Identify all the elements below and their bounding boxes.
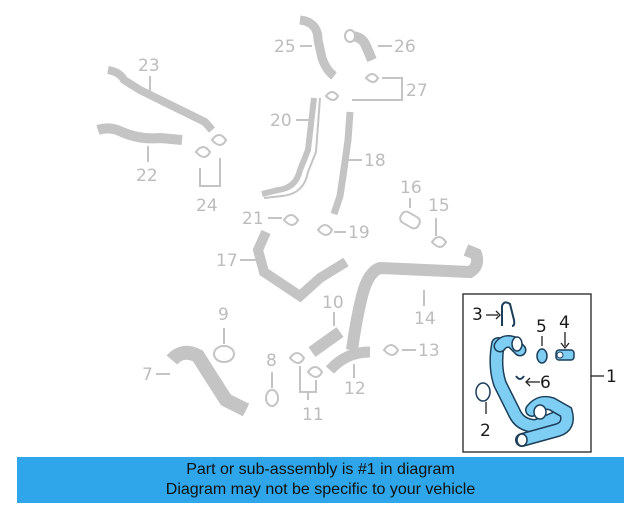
- banner-line-1: Part or sub-assembly is #1 in diagram: [186, 461, 455, 478]
- part-24-clamps: [194, 134, 228, 158]
- part-1-hose-assembly: [489, 335, 574, 447]
- part-9-oring: [213, 345, 235, 363]
- callout-8: 8: [266, 351, 277, 371]
- part-13-clamp: [382, 344, 400, 356]
- part-2-oring: [475, 382, 491, 402]
- part-14-hose: [346, 244, 484, 351]
- callout-10: 10: [322, 293, 344, 313]
- callout-17: 17: [216, 251, 238, 271]
- part-16-cylinder: [399, 210, 421, 230]
- leader-24: [199, 158, 221, 187]
- part-27-clamps: [324, 73, 380, 101]
- callout-3: 3: [472, 305, 483, 325]
- callout-9: 9: [218, 305, 229, 325]
- part-23-pipe: [107, 66, 216, 133]
- part-25-hose: [299, 15, 337, 80]
- callout-27: 27: [406, 81, 428, 101]
- part-5-seal: [536, 348, 548, 364]
- callout-16: 16: [400, 178, 422, 198]
- callout-23: 23: [138, 56, 160, 76]
- callout-15: 15: [428, 196, 450, 216]
- part-21-clamp: [282, 214, 300, 226]
- part-6-clip: [515, 375, 525, 380]
- part-7-pipe: [166, 345, 250, 417]
- callout-19: 19: [348, 223, 370, 243]
- part-20-tube: [261, 97, 321, 199]
- callout-7: 7: [142, 365, 153, 385]
- callout-4: 4: [559, 313, 570, 333]
- part-3-bracket: [501, 301, 516, 327]
- part-12-hose: [325, 346, 371, 374]
- info-banner: Part or sub-assembly is #1 in diagram Di…: [17, 457, 624, 503]
- banner-line-2: Diagram may not be specific to your vehi…: [165, 481, 476, 498]
- part-15-clamp: [430, 236, 448, 248]
- callout-21: 21: [242, 209, 264, 229]
- callout-25: 25: [274, 37, 296, 57]
- callout-18: 18: [364, 151, 386, 171]
- callout-12: 12: [344, 379, 366, 399]
- callout-22: 22: [136, 166, 158, 186]
- callout-5: 5: [536, 317, 547, 337]
- part-8-oring: [265, 389, 279, 407]
- part-11-clamps: [288, 352, 324, 378]
- parts-diagram: 23 25 26 27 20 22 18 16 24 15 21 19 17 1…: [96, 15, 617, 453]
- callout-13: 13: [418, 341, 440, 361]
- part-19-clamp: [316, 224, 334, 236]
- part-10-hose: [308, 327, 344, 357]
- callout-24: 24: [196, 196, 218, 216]
- callout-1: 1: [606, 367, 617, 387]
- part-22-hose: [96, 123, 183, 145]
- part-26-elbow: [344, 29, 377, 62]
- callout-6: 6: [540, 373, 551, 393]
- callout-2: 2: [480, 421, 491, 441]
- part-4-valve: [555, 349, 575, 361]
- callout-11: 11: [302, 405, 324, 425]
- part-17-pipe-assembly: [252, 229, 349, 303]
- callout-20: 20: [270, 111, 292, 131]
- part-18-pipe: [330, 111, 354, 216]
- leader-27: [352, 77, 403, 101]
- callout-14: 14: [414, 309, 436, 329]
- callout-26: 26: [394, 37, 416, 57]
